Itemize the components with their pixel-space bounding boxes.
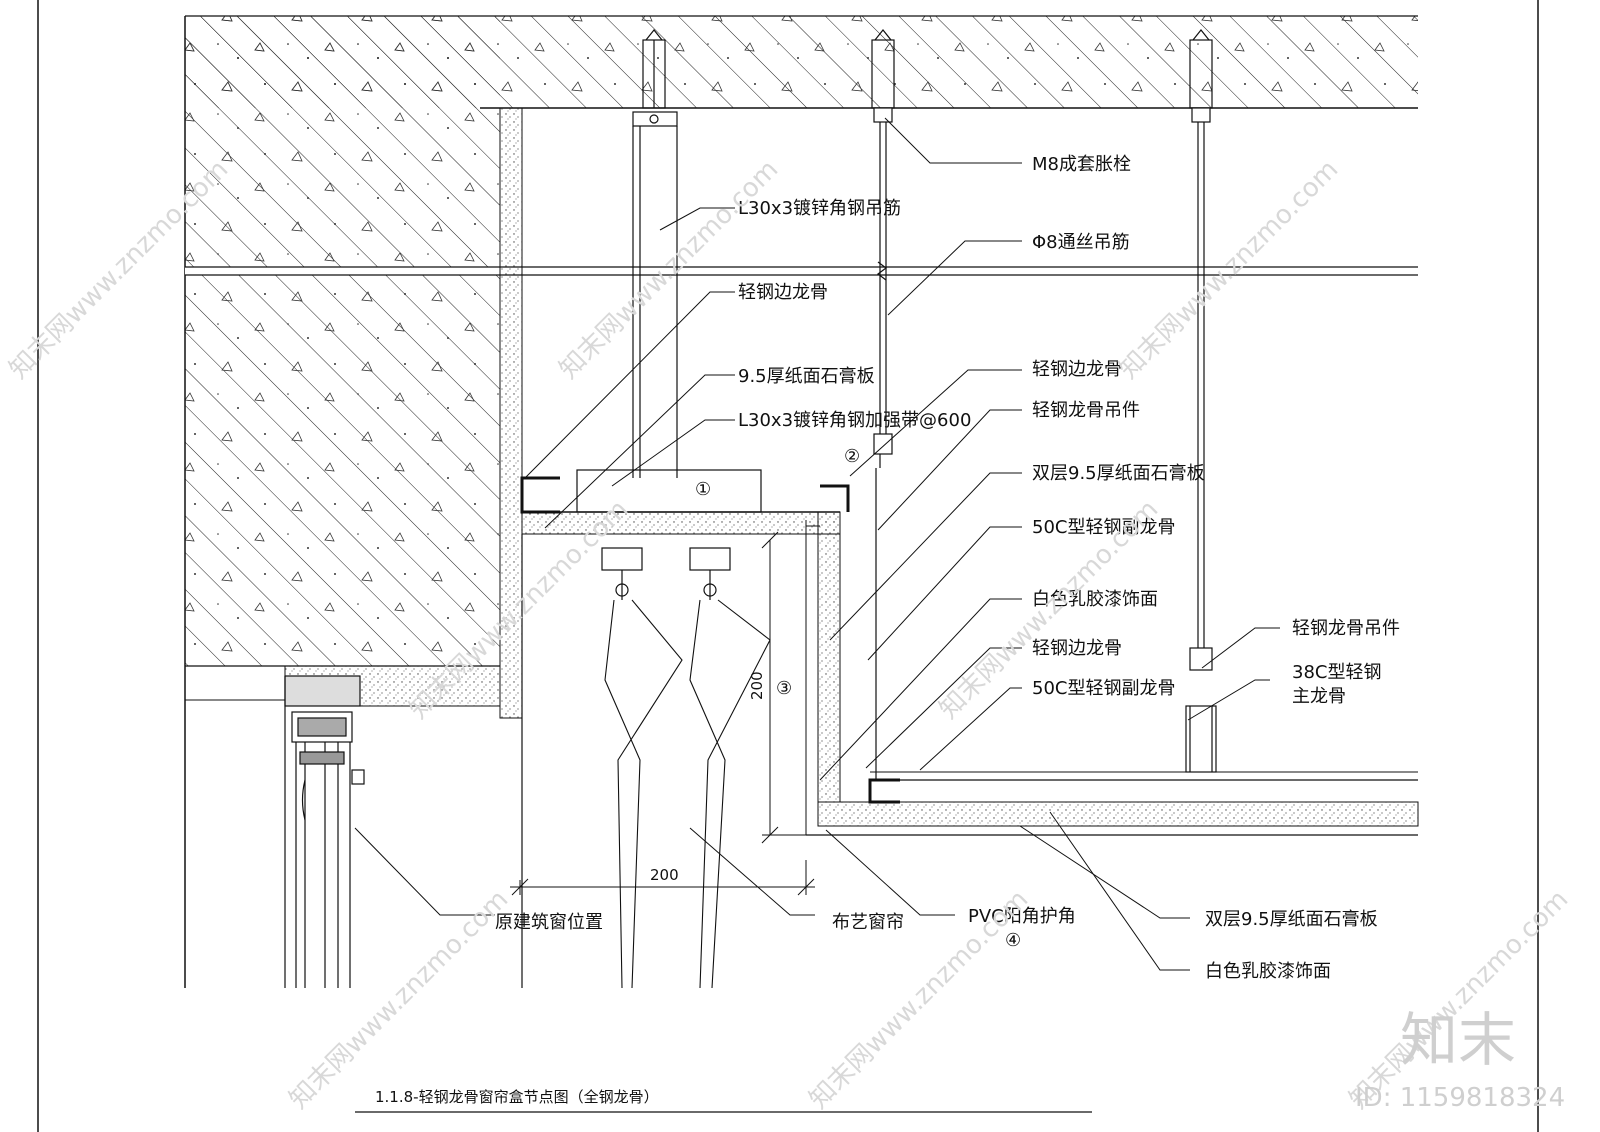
- label-double-gypsum-2: 双层9.5厚纸面石膏板: [1205, 908, 1378, 930]
- svg-text:③: ③: [776, 678, 792, 699]
- label-keel-hanger-1: 轻钢龙骨吊件: [1032, 400, 1140, 421]
- svg-text:知末网www.znzmo.com: 知末网www.znzmo.com: [1344, 884, 1575, 1115]
- svg-text:知末网www.znzmo.com: 知末网www.znzmo.com: [284, 884, 515, 1115]
- curtain-tracks: [601, 547, 731, 600]
- label-double-gypsum-1: 双层9.5厚纸面石膏板: [1032, 462, 1205, 484]
- label-edge-keel-3: 轻钢边龙骨: [1032, 638, 1122, 659]
- wall-plaster: [499, 107, 523, 719]
- label-window-pos: 原建筑窗位置: [495, 912, 603, 933]
- label-c38-line1: 38C型轻钢: [1292, 662, 1381, 683]
- label-edge-keel-2: 轻钢边龙骨: [1032, 359, 1122, 380]
- label-latex-paint-2: 白色乳胶漆饰面: [1205, 961, 1331, 982]
- dimension-vertical: [761, 531, 806, 844]
- window-frame: [284, 675, 365, 988]
- label-m8-anchor: M8成套胀栓: [1032, 154, 1131, 175]
- label-l30-strip: L30x3镀锌角钢加强带@600: [738, 410, 971, 431]
- label-phi8-rod: Φ8通丝吊筋: [1032, 232, 1130, 253]
- watermark-logo: 知末: [1400, 1006, 1516, 1074]
- curtain-box: [521, 511, 1419, 836]
- label-c50-keel-1: 50C型轻钢副龙骨: [1032, 517, 1175, 538]
- label-curtain: 布艺窗帘: [832, 912, 904, 933]
- concrete-wall: [184, 16, 1418, 988]
- dimension-horizontal: [510, 860, 815, 896]
- label-edge-keel-1: 轻钢边龙骨: [738, 282, 828, 303]
- svg-text:①: ①: [695, 479, 711, 500]
- drawing-title: 1.1.8-轻钢龙骨窗帘盒节点图（全钢龙骨）: [375, 1088, 659, 1106]
- marker-1: ①: [695, 479, 711, 500]
- dim-horizontal-text: 200: [650, 866, 679, 884]
- svg-text:②: ②: [844, 446, 860, 467]
- label-c50-keel-2: 50C型轻钢副龙骨: [1032, 678, 1175, 699]
- marker-4: ④: [1005, 930, 1021, 951]
- watermark-id: ID: 1159818324: [1355, 1083, 1565, 1113]
- label-latex-paint-1: 白色乳胶漆饰面: [1032, 589, 1158, 610]
- label-gypsum-95: 9.5厚纸面石膏板: [738, 365, 875, 387]
- leader-lines: [354, 117, 1280, 971]
- label-keel-hanger-2: 轻钢龙骨吊件: [1292, 618, 1400, 639]
- label-c38-line2: 主龙骨: [1292, 686, 1346, 707]
- break-mark: [877, 261, 887, 281]
- label-l30-hanger: L30x3镀锌角钢吊筋: [738, 198, 901, 219]
- svg-text:④: ④: [1005, 930, 1021, 951]
- dim-vertical-text: 200: [748, 671, 766, 700]
- anchor-bolt-middle: [871, 29, 895, 468]
- reinforcement-strip: [522, 469, 840, 513]
- hanger-angle-left: [632, 29, 678, 478]
- marker-3: ③: [776, 678, 792, 699]
- curtain-fabric: [604, 599, 771, 989]
- label-pvc-corner: PVC阳角护角: [968, 906, 1076, 927]
- marker-2: ②: [844, 446, 860, 467]
